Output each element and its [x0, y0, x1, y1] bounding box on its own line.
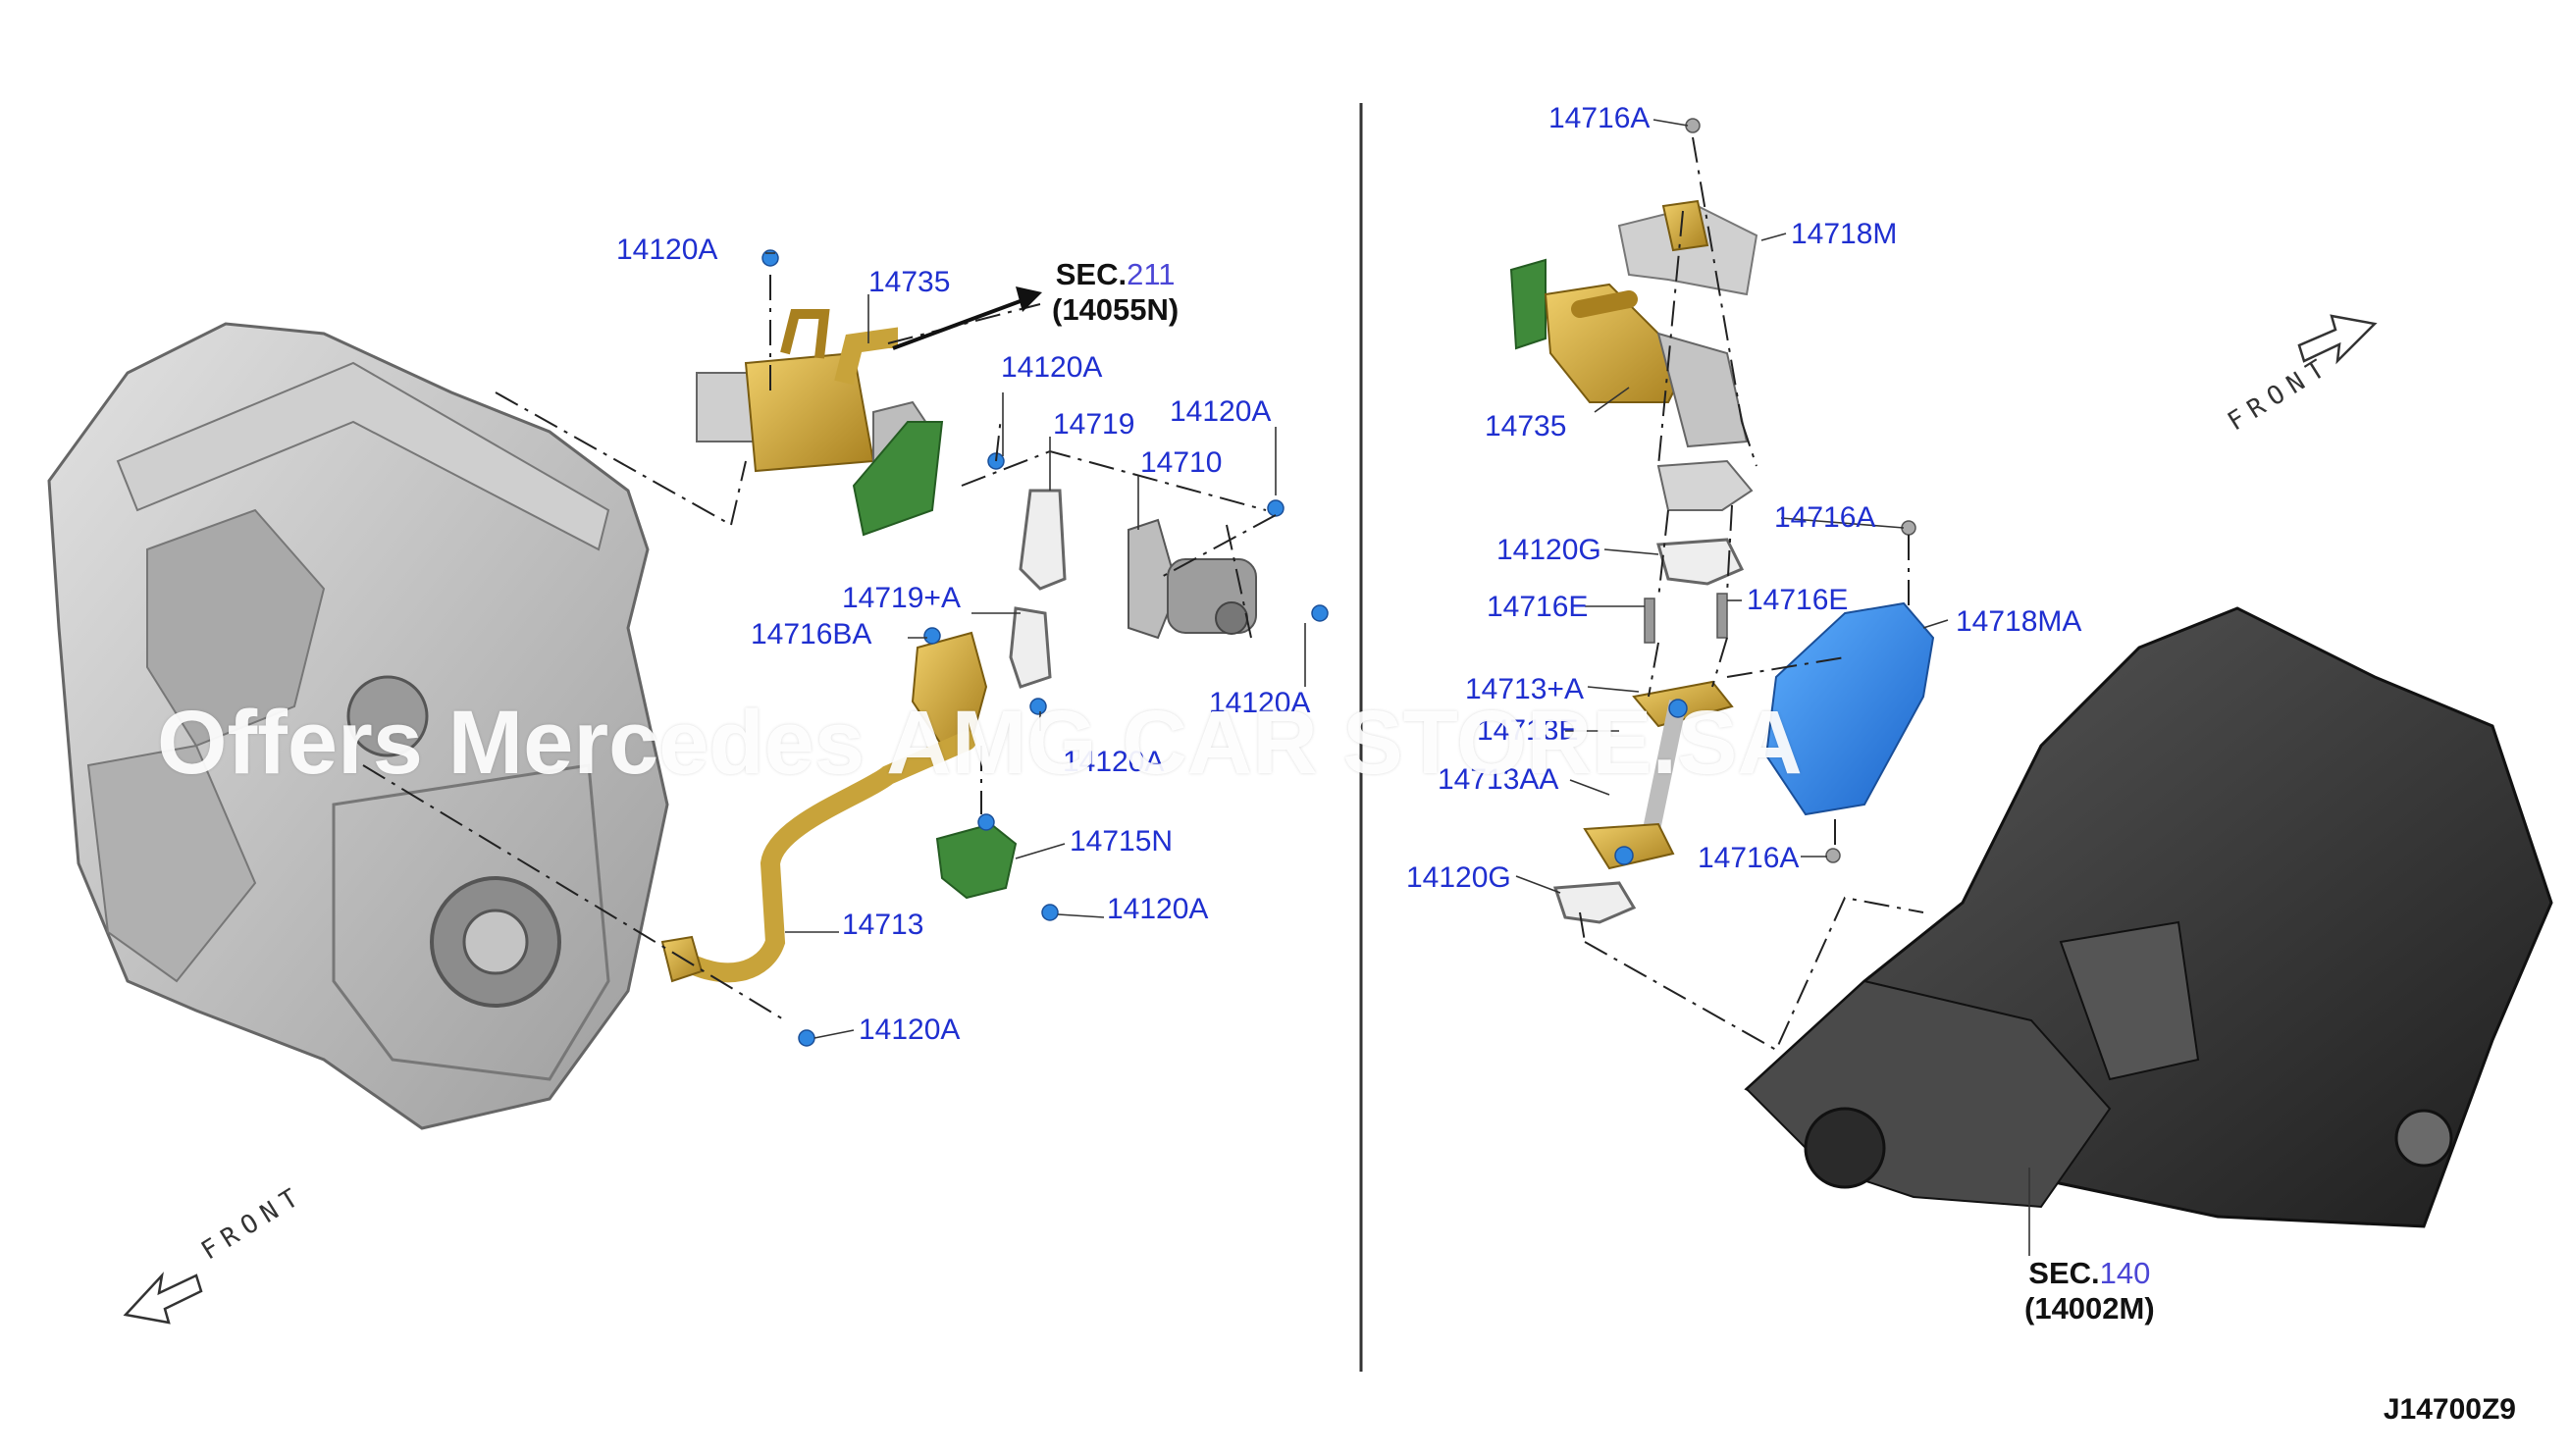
stud-14716e-right	[1716, 593, 1728, 639]
gasket-14120g-lower	[1552, 881, 1637, 924]
engine-block-left	[47, 322, 669, 1130]
section-part-ref: (14002M)	[2024, 1290, 2155, 1326]
label-14713e[interactable]: 14713E	[1477, 714, 1579, 747]
egr-adapter-14715n	[935, 822, 1018, 900]
label-14716ba[interactable]: 14716BA	[751, 618, 872, 650]
section-ref-140[interactable]: SEC.140 (14002M)	[2024, 1256, 2155, 1326]
label-14120a-3[interactable]: 14120A	[1170, 395, 1272, 428]
egr-cooler-left	[696, 309, 944, 537]
label-14719[interactable]: 14719	[1053, 408, 1135, 441]
egr-cooler-right	[1509, 258, 1749, 448]
label-14718m[interactable]: 14718M	[1791, 218, 1898, 250]
leader-lines-right	[1515, 119, 2030, 1256]
engine-block-right	[1744, 606, 2553, 1228]
label-14718ma[interactable]: 14718MA	[1956, 605, 2082, 638]
bracket-14716ba	[911, 631, 988, 748]
guide-lines-right	[1579, 136, 1924, 1052]
label-14120g-1[interactable]: 14120G	[1496, 534, 1601, 566]
nuts-right	[1685, 118, 1916, 863]
label-14735-left[interactable]: 14735	[868, 266, 951, 298]
label-14716e-2[interactable]: 14716E	[1747, 584, 1849, 616]
label-14120a-2[interactable]: 14120A	[1001, 351, 1103, 384]
label-14719-a[interactable]: 14719+A	[842, 582, 961, 614]
bolts-left	[761, 249, 1329, 1047]
label-14120a-5[interactable]: 14120A	[1063, 746, 1165, 778]
gasket-14719	[1019, 489, 1067, 591]
label-14716a-3[interactable]: 14716A	[1698, 842, 1800, 874]
section-number: 140	[2099, 1256, 2151, 1290]
flange-right	[1656, 459, 1754, 511]
label-14716a-1[interactable]: 14716A	[1548, 102, 1651, 134]
label-14735-right[interactable]: 14735	[1485, 410, 1567, 442]
section-number: 211	[1127, 257, 1176, 291]
section-prefix: SEC.	[1055, 257, 1128, 291]
flange-14713aa	[1583, 822, 1675, 870]
label-14716a-2[interactable]: 14716A	[1774, 501, 1876, 534]
label-14713aa[interactable]: 14713AA	[1438, 763, 1559, 796]
label-14120a-6[interactable]: 14120A	[1107, 893, 1209, 925]
egr-tube-14713	[667, 731, 976, 983]
front-arrow-right	[2297, 314, 2378, 365]
label-14716e-1[interactable]: 14716E	[1487, 591, 1589, 623]
front-arrow-left	[123, 1272, 203, 1325]
label-14710[interactable]: 14710	[1140, 446, 1223, 479]
label-14120a-4[interactable]: 14120A	[1209, 687, 1311, 719]
bolts-right	[1614, 699, 1688, 865]
egr-valve-14710	[1128, 518, 1257, 640]
label-14120a-7[interactable]: 14120A	[859, 1014, 961, 1046]
gasket-14120g-upper	[1656, 538, 1745, 586]
sec-211-arrow	[892, 297, 1026, 350]
label-14713-a[interactable]: 14713+A	[1465, 673, 1584, 705]
leader-lines-left	[765, 252, 1306, 1039]
heat-shield-14718ma	[1764, 601, 1935, 816]
section-ref-211[interactable]: SEC.211 (14055N)	[1052, 257, 1179, 327]
section-prefix: SEC.	[2028, 1256, 2100, 1290]
label-14120g-2[interactable]: 14120G	[1406, 861, 1511, 894]
diagram-code: J14700Z9	[2383, 1393, 2516, 1426]
label-14120a-1[interactable]: 14120A	[616, 234, 718, 266]
gasket-14719a	[1009, 606, 1052, 689]
label-14713[interactable]: 14713	[842, 909, 924, 941]
section-part-ref: (14055N)	[1052, 291, 1180, 327]
tube-14713-right	[1640, 700, 1687, 846]
label-14715n[interactable]: 14715N	[1070, 825, 1174, 858]
stud-14716e-left	[1644, 598, 1655, 644]
